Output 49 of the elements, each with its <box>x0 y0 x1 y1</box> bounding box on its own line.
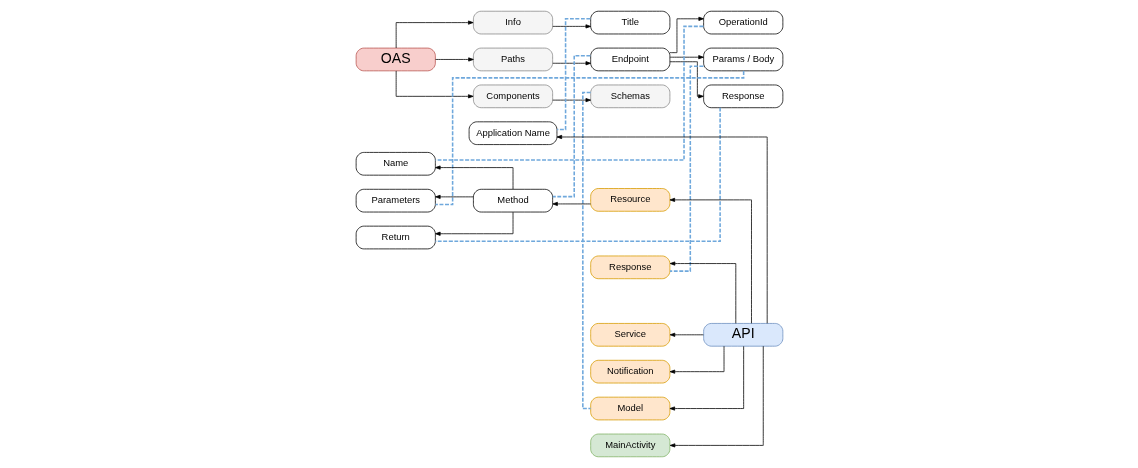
node-box: Name <box>355 152 436 176</box>
arrow <box>434 165 513 190</box>
node-box: Endpoint <box>589 47 670 72</box>
arrow <box>551 98 591 103</box>
arrow <box>556 134 768 324</box>
node-box: Service <box>589 323 670 347</box>
arrow <box>551 61 591 66</box>
node-box: Model <box>589 396 670 421</box>
connector <box>434 106 721 243</box>
connector <box>434 70 744 206</box>
node-box: Response <box>702 84 783 109</box>
node-box: Paths <box>472 47 553 72</box>
node-box: Title <box>589 10 670 35</box>
arrow <box>669 345 764 448</box>
arrow <box>434 211 513 236</box>
arrow <box>669 16 704 54</box>
arrow <box>669 55 704 60</box>
arrow <box>395 20 473 49</box>
node-box: Application Name <box>468 121 557 145</box>
node-box: Return <box>355 225 436 250</box>
connector <box>434 25 704 161</box>
node-box: API <box>702 323 783 347</box>
arrow <box>395 70 473 99</box>
node-box: Schemas <box>589 84 670 109</box>
connector <box>551 54 591 198</box>
connector <box>581 91 591 410</box>
node-box: Response <box>589 255 670 280</box>
node-box: Notification <box>589 359 670 384</box>
arrow <box>669 61 704 99</box>
arrow <box>551 24 591 29</box>
connector <box>555 18 591 131</box>
arrow <box>434 57 474 62</box>
node-box: Params / Body <box>702 47 783 72</box>
arrow <box>669 332 704 337</box>
arrow <box>434 194 474 199</box>
node-box: MainActivity <box>589 433 670 458</box>
node-box: Parameters <box>355 188 436 213</box>
node-box: OperationId <box>702 10 783 35</box>
arrow <box>669 345 724 374</box>
node-box: OAS <box>355 47 436 72</box>
node-box: Resource <box>589 188 670 212</box>
node-box: Components <box>472 84 553 109</box>
arrow <box>551 201 591 206</box>
arrow <box>669 261 736 324</box>
node-box: Info <box>472 10 553 35</box>
arrow <box>669 197 752 324</box>
arrow <box>669 345 744 411</box>
connector <box>668 65 704 272</box>
node-box: Method <box>472 188 553 213</box>
